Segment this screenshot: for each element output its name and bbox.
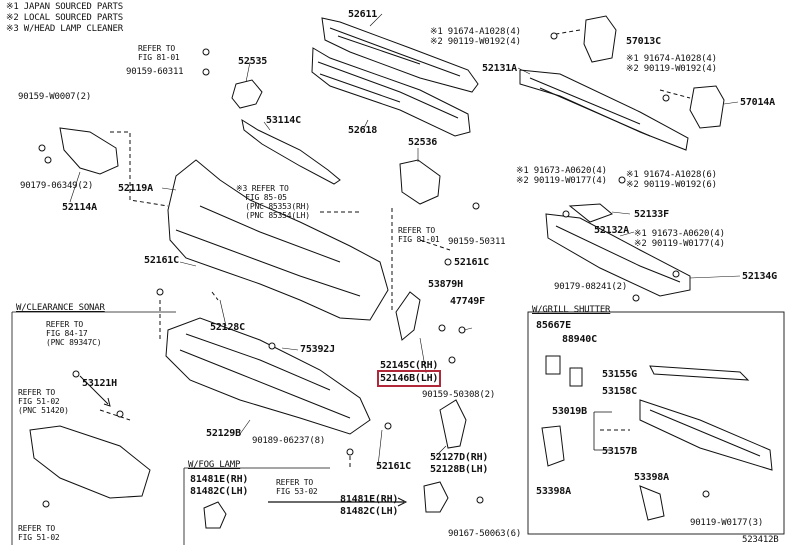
part-52145C[interactable]: 52145C(RH)	[380, 360, 439, 371]
ref-fig-53-02[interactable]: REFER TO FIG 53-02	[276, 478, 318, 496]
part-52119A[interactable]: 52119A	[118, 183, 153, 194]
part-52114A[interactable]: 52114A	[62, 202, 97, 213]
ref-fig-51-02-a[interactable]: REFER TO FIG 51-02 (PNC 51420)	[18, 388, 69, 415]
fastener-91674-A1028-a[interactable]: ※1 91674-A1028(4)	[430, 27, 521, 37]
part-81482C-left[interactable]: 81482C(LH)	[190, 486, 249, 497]
part-53114C-shape	[241, 118, 341, 185]
ref-fig-81-01-b[interactable]: REFER TO FIG 81-01	[398, 226, 440, 244]
part-52128C[interactable]: 52128C	[210, 322, 245, 333]
part-53114C[interactable]: 53114C	[266, 115, 301, 126]
group-fog-lamp: W/FOG LAMP	[188, 460, 241, 470]
part-81481E-right[interactable]: 81481E(RH)	[340, 494, 399, 505]
part-52133F[interactable]: 52133F	[634, 209, 669, 220]
fastener-90119-W0177-b[interactable]: ※2 90119-W0177(4)	[634, 239, 725, 249]
part-52161C-left[interactable]: 52161C	[144, 255, 179, 266]
fastener-90167-50063[interactable]: 90167-50063(6)	[448, 529, 522, 539]
part-52536[interactable]: 52536	[408, 137, 438, 148]
part-57013C-shape	[583, 15, 617, 63]
part-75392J[interactable]: 75392J	[300, 344, 335, 355]
fastener-90179-08241[interactable]: 90179-08241(2)	[554, 282, 628, 292]
fastener-90119-W0192-c[interactable]: ※2 90119-W0192(6)	[626, 180, 717, 190]
part-52127D-shape	[439, 399, 467, 449]
part-88940C-shape	[569, 367, 583, 387]
part-81482C-right[interactable]: 81482C(LH)	[340, 506, 399, 517]
fastener-90119-W0192-b[interactable]: ※2 90119-W0192(4)	[626, 64, 717, 74]
part-52128B[interactable]: 52128B(LH)	[430, 464, 489, 475]
fastener-91673-A0620-b[interactable]: ※1 91673-A0620(4)	[634, 229, 725, 239]
part-52119A-shape	[167, 159, 389, 321]
part-52129B[interactable]: 52129B	[206, 428, 241, 439]
fastener-90159-60311[interactable]: 90159-60311	[126, 67, 184, 77]
part-53158C[interactable]: 53158C	[602, 386, 637, 397]
note-japan-sourced: ※1 JAPAN SOURCED PARTS	[6, 2, 123, 12]
part-53019B-shape	[639, 399, 773, 471]
part-52618-shape	[311, 47, 471, 137]
part-52535-shape	[231, 79, 263, 109]
fastener-91674-A1028-b[interactable]: ※1 91674-A1028(4)	[626, 54, 717, 64]
sonar-bracket-shape	[29, 425, 151, 499]
part-52161C-bottom[interactable]: 52161C	[376, 461, 411, 472]
part-52132A-shape	[545, 213, 691, 297]
ref-fig-51-02-b[interactable]: REFER TO FIG 51-02	[18, 524, 60, 542]
part-52618[interactable]: 52618	[348, 125, 378, 136]
ref-fig-84-17[interactable]: REFER TO FIG 84-17 (PNC 89347C)	[46, 320, 102, 347]
foglamp-left-shape	[203, 501, 227, 529]
part-52611[interactable]: 52611	[348, 9, 378, 20]
ref-fig-85-05[interactable]: ※3 REFER TO FIG 85-05 (PNC 85353(RH) (PN…	[236, 184, 310, 220]
fastener-91674-A1028-c[interactable]: ※1 91674-A1028(6)	[626, 170, 717, 180]
part-52127D[interactable]: 52127D(RH)	[430, 452, 489, 463]
part-53155G[interactable]: 53155G	[602, 369, 637, 380]
part-53121H[interactable]: 53121H	[82, 378, 117, 389]
note-headlamp-cleaner: ※3 W/HEAD LAMP CLEANER	[6, 24, 123, 34]
part-52134G[interactable]: 52134G	[742, 271, 777, 282]
fastener-90189-06237[interactable]: 90189-06237(8)	[252, 436, 326, 446]
part-57014A[interactable]: 57014A	[740, 97, 775, 108]
part-52536-shape	[399, 159, 441, 205]
ref-fig-81-01-a[interactable]: REFER TO FIG 81-01	[138, 44, 180, 62]
part-53019B[interactable]: 53019B	[552, 406, 587, 417]
part-52131A[interactable]: 52131A	[482, 63, 517, 74]
part-53157B[interactable]: 53157B	[602, 446, 637, 457]
part-53155G-shape	[649, 365, 750, 381]
part-52129B-shape	[165, 317, 371, 435]
part-85667E-shape	[545, 355, 561, 375]
part-52161C-right[interactable]: 52161C	[454, 257, 489, 268]
part-53398A-shape	[541, 425, 565, 467]
part-52114A-shape	[59, 127, 119, 175]
part-53398A-left[interactable]: 53398A	[536, 486, 571, 497]
part-53398A-right-shape	[639, 485, 665, 521]
fastener-90159-50308[interactable]: 90159-50308(2)	[422, 390, 496, 400]
part-53398A-right[interactable]: 53398A	[634, 472, 669, 483]
part-52611-shape	[321, 17, 479, 93]
part-57014A-shape	[689, 85, 725, 129]
part-52145C-shape	[395, 291, 421, 341]
part-52132A[interactable]: 52132A	[594, 225, 629, 236]
part-81481E-left[interactable]: 81481E(RH)	[190, 474, 249, 485]
part-57013C[interactable]: 57013C	[626, 36, 661, 47]
part-52133F-shape	[568, 203, 613, 223]
fastener-90179-06349[interactable]: 90179-06349(2)	[20, 181, 94, 191]
part-85667E[interactable]: 85667E	[536, 320, 571, 331]
part-52131A-shape	[519, 69, 689, 151]
fastener-90159-W0007[interactable]: 90159-W0007(2)	[18, 92, 92, 102]
group-clearance-sonar: W/CLEARANCE SONAR	[16, 303, 105, 313]
fastener-90119-W0177-a[interactable]: ※2 90119-W0177(4)	[516, 176, 607, 186]
group-grill-shutter: W/GRILL SHUTTER	[532, 305, 611, 315]
part-53879H[interactable]: 53879H	[428, 279, 463, 290]
note-local-sourced: ※2 LOCAL SOURCED PARTS	[6, 13, 123, 23]
part-47749F[interactable]: 47749F	[450, 296, 485, 307]
fastener-91673-A0620-a[interactable]: ※1 91673-A0620(4)	[516, 166, 607, 176]
fastener-90159-50311[interactable]: 90159-50311	[448, 237, 506, 247]
foglamp-right-shape	[423, 481, 449, 513]
fastener-90119-W0177-c[interactable]: 90119-W0177(3)	[690, 518, 764, 528]
part-52146B-highlighted[interactable]: 52146B(LH)	[376, 370, 442, 387]
part-88940C[interactable]: 88940C	[562, 334, 597, 345]
part-52535[interactable]: 52535	[238, 56, 268, 67]
fastener-90119-W0192-a[interactable]: ※2 90119-W0192(4)	[430, 37, 521, 47]
illustration-code: 523412B	[742, 535, 779, 545]
